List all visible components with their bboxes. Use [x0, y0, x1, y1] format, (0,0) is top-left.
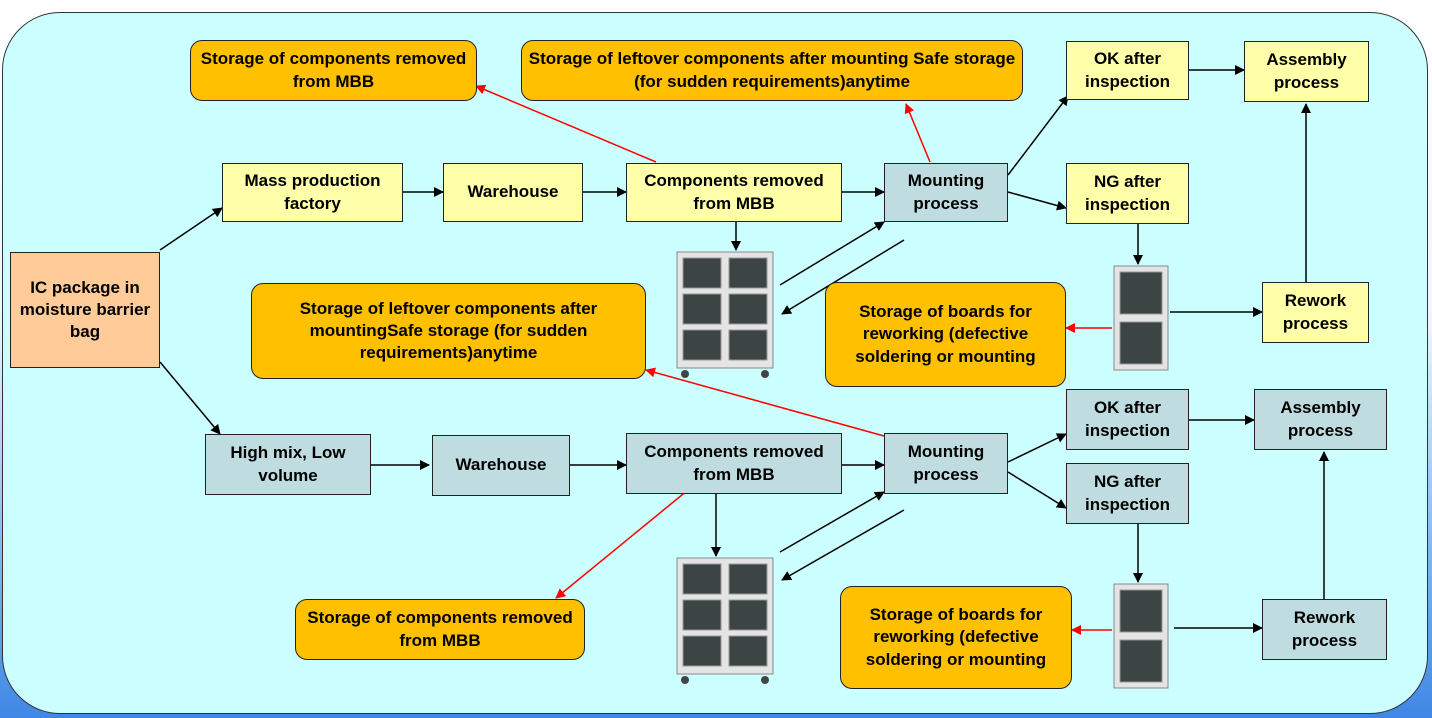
storage-boards-bottom: Storage of boards for reworking (defecti…	[840, 586, 1072, 689]
components-box-bottom: Components removed from MBB	[626, 433, 842, 494]
mounting-box-bottom: Mounting process	[884, 433, 1008, 494]
warehouse-box-top: Warehouse	[443, 163, 583, 222]
arrow-ic-to-mass	[159, 207, 223, 251]
dry-cabinet-2-door-icon	[1113, 583, 1169, 689]
dry-cabinet-6-door-icon	[676, 557, 774, 684]
ok-inspection-box-top: OK after inspection	[1066, 41, 1189, 100]
ng-inspection-box-bottom: NG after inspection	[1066, 463, 1189, 524]
mass-production-box: Mass production factory	[222, 163, 403, 222]
arrow-mounting-to-ng-bottom	[1007, 471, 1067, 509]
ic-package-box: IC package in moisture barrier bag	[10, 252, 160, 368]
mounting-box-top: Mounting process	[884, 163, 1008, 222]
highmix-box: High mix, Low volume	[205, 434, 371, 495]
dry-cabinet-6-door-icon	[676, 251, 774, 378]
dry-cabinet-2-door-icon	[1113, 265, 1169, 371]
storage-leftover-mid: Storage of leftover components after mou…	[251, 283, 646, 379]
storage-removed-top: Storage of components removed from MBB	[190, 40, 477, 101]
rework-box-bottom: Rework process	[1262, 599, 1387, 660]
storage-removed-bottom: Storage of components removed from MBB	[295, 599, 585, 660]
ok-inspection-box-bottom: OK after inspection	[1066, 389, 1189, 450]
arrow-mounting-to-cabinet	[781, 239, 905, 315]
red-arrow-components-to-storage-removed	[475, 84, 657, 163]
arrow-cabinet-to-mounting	[779, 221, 885, 286]
assembly-box-bottom: Assembly process	[1254, 389, 1387, 450]
arrow-mounting-to-cabinet-bottom	[781, 509, 905, 581]
warehouse-box-bottom: Warehouse	[432, 435, 570, 496]
arrow-mounting-to-ok	[1007, 95, 1069, 176]
ng-inspection-box-top: NG after inspection	[1066, 163, 1189, 224]
red-arrow-mounting-to-mid-storage-leftover	[645, 367, 885, 437]
arrow-ic-to-highmix	[159, 361, 221, 435]
storage-boards-top: Storage of boards for reworking (defecti…	[825, 282, 1066, 387]
red-arrow-components-to-storage-removed-bottom	[555, 489, 689, 599]
assembly-box-top: Assembly process	[1244, 41, 1369, 102]
arrow-cabinet-to-mounting-bottom	[779, 491, 885, 553]
storage-leftover-top: Storage of leftover components after mou…	[521, 40, 1023, 101]
components-box-top: Components removed from MBB	[626, 163, 842, 222]
red-arrow-mounting-to-storage-leftover	[904, 103, 931, 163]
arrow-mounting-to-ng	[1007, 191, 1067, 211]
rework-box-top: Rework process	[1262, 282, 1369, 343]
arrow-mounting-to-ok-bottom	[1007, 433, 1067, 463]
